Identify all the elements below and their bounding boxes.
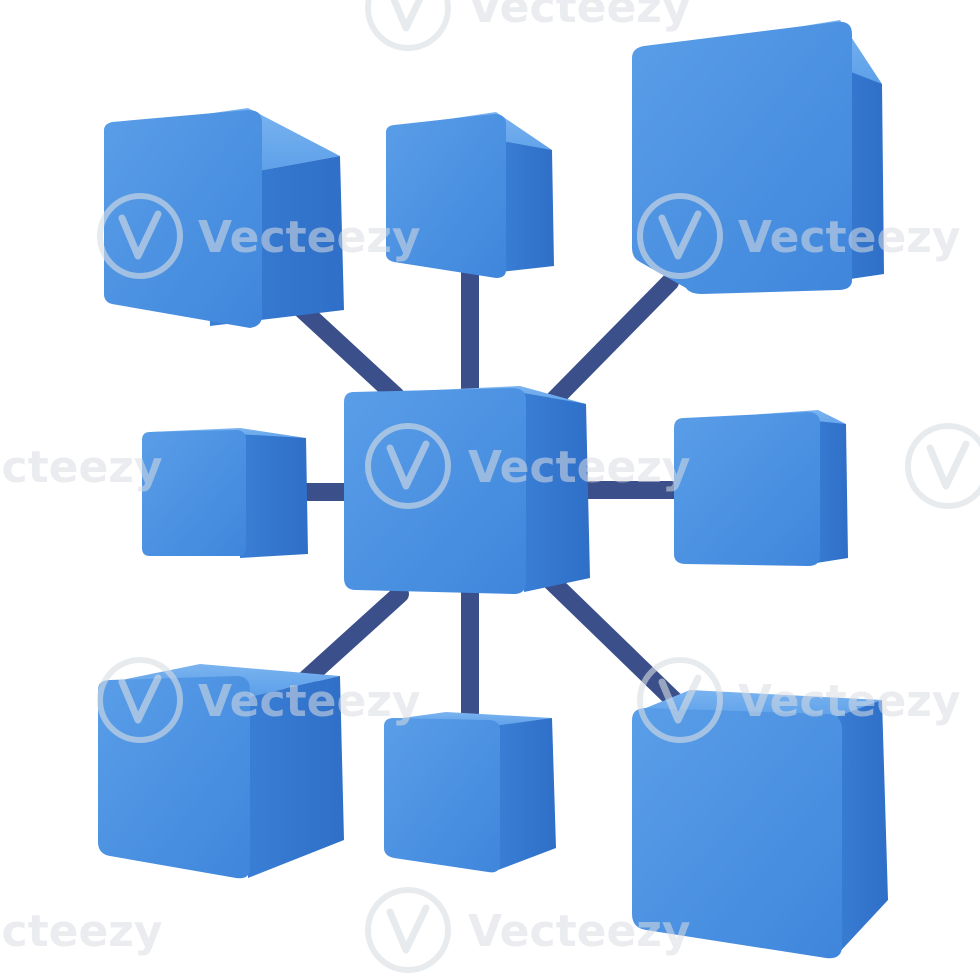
cube-right <box>674 410 848 566</box>
watermark-text-8: Vecteezy <box>0 442 163 493</box>
cube-bottom-right <box>632 690 888 959</box>
watermark-text-1: Vecteezy <box>198 212 421 263</box>
connector-bottom-right <box>539 569 689 715</box>
connector-top-right <box>541 273 679 413</box>
watermark-text-9: Vecteezy <box>0 906 163 957</box>
watermark-logo-icon <box>97 0 980 973</box>
watermark-text-6: Vecteezy <box>468 906 691 957</box>
watermark-text-3: Vecteezy <box>468 442 691 493</box>
cube-bottom-left <box>98 664 344 879</box>
connector-top-left <box>283 291 405 405</box>
watermark-text-5: Vecteezy <box>738 676 961 727</box>
cube-top <box>386 112 554 278</box>
watermark-text-4: Vecteezy <box>198 676 421 727</box>
watermark-text-7: Vecteezy <box>468 0 691 33</box>
cube-center <box>344 386 590 594</box>
cube-bottom <box>384 712 556 873</box>
cube-left <box>142 428 308 558</box>
cube-top-right <box>632 20 884 294</box>
watermark-text-2: Vecteezy <box>738 212 961 263</box>
